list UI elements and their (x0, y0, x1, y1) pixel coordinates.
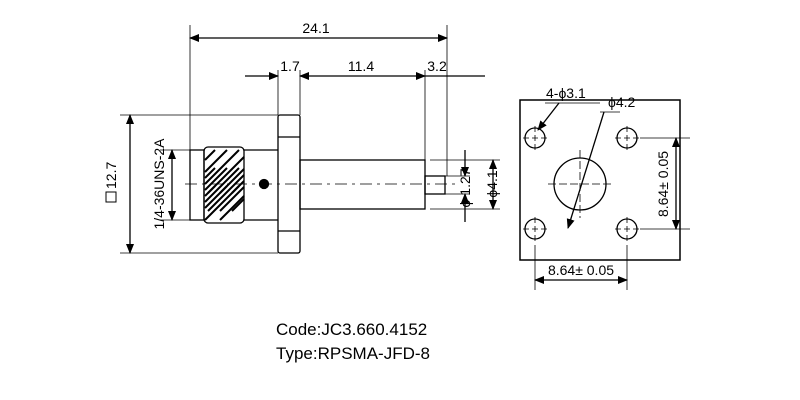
connector-body (299, 159, 446, 210)
part-code: Code:JC3.660.4152 (276, 320, 428, 339)
pin-diameter-value: 1.27 (457, 168, 473, 195)
hole-spacing-y-label: 8.64± 0.05 (655, 151, 671, 217)
hole-spacing-x-label: 8.64± 0.05 (548, 262, 614, 278)
mount-holes-label: 4-ϕ3.1 (546, 85, 586, 101)
flange-square-label: 12.7 (103, 162, 119, 189)
body-length-label: 11.4 (348, 58, 374, 74)
flange-thickness-label: 1.7 (280, 58, 300, 74)
body-diameter-label: ϕ4.1 (484, 170, 500, 198)
square-symbol-icon (105, 191, 117, 203)
pin-length-label: 3.2 (427, 58, 447, 74)
diameter-symbol: ϕ (457, 200, 473, 208)
pin-diameter-label: ϕ 1.27 (457, 168, 473, 207)
overall-length-label: 24.1 (302, 20, 329, 36)
thread-spec-label: 1/4-36UNS-2A (151, 138, 167, 230)
part-type: Type:RPSMA-JFD-8 (276, 344, 430, 363)
center-hole-label: ϕ4.2 (608, 94, 636, 110)
threaded-nut (189, 146, 278, 224)
flange-front-view (519, 99, 681, 261)
